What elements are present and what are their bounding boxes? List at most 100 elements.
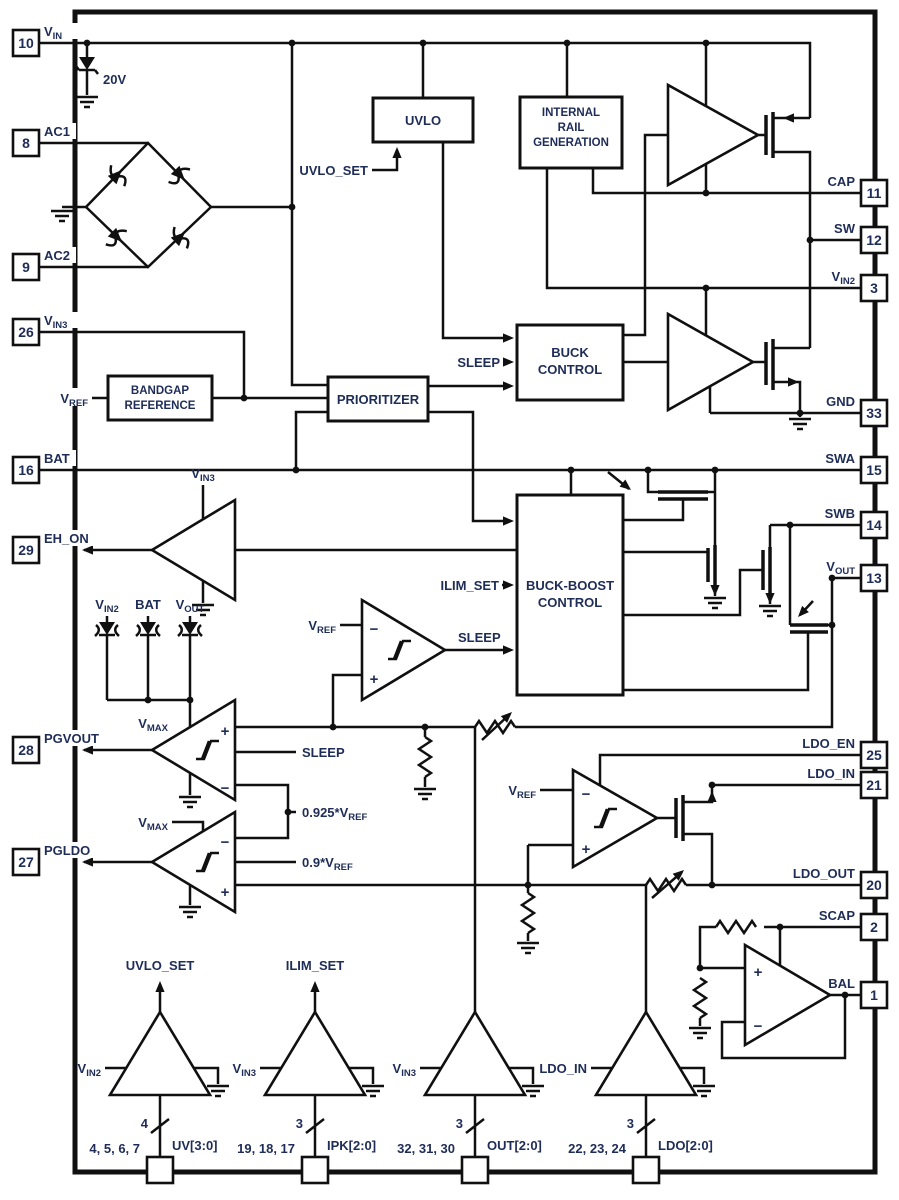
wires-bottom-dacs [105, 984, 706, 1157]
ldo-comparator [571, 767, 660, 870]
svg-text:32, 31, 30: 32, 31, 30 [397, 1141, 455, 1156]
svg-text:20: 20 [866, 877, 882, 893]
svg-text:4: 4 [141, 1116, 149, 1131]
svg-text:29: 29 [18, 542, 34, 558]
svg-text:+: + [221, 884, 230, 901]
block-bandgap-reference: BANDGAP REFERENCE [106, 374, 214, 422]
vref-sleepcomp-label: VREF [308, 618, 336, 636]
svg-text:REFERENCE: REFERENCE [125, 400, 196, 412]
svg-text:−: − [221, 834, 230, 851]
svg-text:AC2: AC2 [44, 248, 70, 263]
svg-text:9: 9 [22, 259, 30, 275]
svg-text:VIN3: VIN3 [44, 313, 67, 331]
wires-mid [39, 330, 861, 727]
svg-text:+: + [754, 964, 763, 981]
vmax-label-2: VMAX [138, 815, 168, 833]
resistor-vout-programmable [473, 718, 517, 736]
svg-text:19, 18, 17: 19, 18, 17 [237, 1141, 295, 1156]
bat-diode-label: BAT [135, 597, 161, 612]
ldo-dac [593, 1009, 699, 1097]
comparator-signs: − + + − − + − + + − [221, 621, 763, 1035]
dac1-vin2-label: VIN2 [78, 1061, 101, 1079]
pin-swb: 14 SWB [825, 506, 889, 540]
svg-text:27: 27 [18, 854, 34, 870]
svg-text:BUCK-BOOST: BUCK-BOOST [526, 578, 614, 593]
sleep-comparator [360, 597, 448, 703]
svg-text:21: 21 [866, 777, 882, 793]
dac2-vin3-label: VIN3 [233, 1061, 256, 1079]
svg-text:3: 3 [456, 1116, 463, 1131]
v0925-label: 0.925*VREF [302, 805, 367, 823]
svg-text:4, 5, 6, 7: 4, 5, 6, 7 [89, 1141, 140, 1156]
svg-text:8: 8 [22, 135, 30, 151]
svg-text:AC1: AC1 [44, 124, 70, 139]
bal-opamp [743, 942, 833, 1048]
svg-text:−: − [754, 1018, 763, 1035]
svg-text:LDO_OUT: LDO_OUT [793, 866, 855, 881]
block-buck-boost-control: BUCK-BOOST CONTROL [515, 493, 625, 697]
svg-text:BUCK: BUCK [551, 345, 589, 360]
svg-text:3: 3 [870, 280, 878, 296]
svg-text:BAL: BAL [828, 976, 855, 991]
ilim-set-dac [262, 1009, 368, 1097]
dac3-vin3-label: VIN3 [393, 1061, 416, 1079]
ilim-set-label: ILIM_SET [440, 578, 499, 593]
buck-driver-amp [666, 311, 756, 413]
uvlo-set-dac [107, 1009, 213, 1097]
signal-labels: 20V UVLO_SET SLEEP VREF VIN3 VREF SLEEP … [42, 72, 587, 1079]
resistors [416, 708, 758, 1020]
svg-text:22, 23, 24: 22, 23, 24 [568, 1141, 627, 1156]
vmax-label-1: VMAX [138, 716, 168, 734]
svg-text:25: 25 [866, 747, 882, 763]
svg-text:1: 1 [870, 987, 878, 1003]
svg-text:PRIORITIZER: PRIORITIZER [337, 392, 420, 407]
chip-outline [72, 9, 878, 1175]
ideal-diode-vin2 [93, 620, 121, 638]
pin-ldo-out: 20 LDO_OUT [793, 866, 889, 900]
svg-text:14: 14 [866, 517, 882, 533]
svg-text:+: + [370, 671, 379, 688]
ideal-diode-vout [176, 620, 204, 638]
svg-text:11: 11 [867, 185, 882, 201]
junction-dots [83, 39, 849, 999]
svg-text:BAT: BAT [44, 451, 70, 466]
v09-label: 0.9*VREF [302, 855, 353, 873]
svg-text:PGVOUT: PGVOUT [44, 731, 99, 746]
vin2-diode-label: VIN2 [95, 597, 118, 615]
svg-text:15: 15 [866, 462, 882, 478]
uvlo-set-label: UVLO_SET [299, 163, 368, 178]
vout-diode-label: VOUT [176, 597, 205, 615]
resistor-bal-lower [691, 976, 709, 1020]
vin3-ehamp-label: VIN3 [191, 466, 214, 484]
svg-text:26: 26 [18, 324, 34, 340]
uvlo-label: UVLO [405, 113, 441, 128]
svg-text:13: 13 [866, 570, 882, 586]
wires-low [84, 578, 861, 1060]
resistor-vout-divider-lower [416, 735, 434, 779]
svg-text:−: − [370, 621, 379, 638]
dac-ilim-set-label: ILIM_SET [286, 958, 345, 973]
svg-text:GENERATION: GENERATION [533, 137, 609, 149]
ideal-diode-bat [134, 620, 162, 638]
svg-text:+: + [221, 723, 230, 740]
svg-text:−: − [582, 786, 591, 803]
pin-vin3: 26 VIN3 [11, 312, 82, 347]
dac4-ldo-in-label: LDO_IN [539, 1061, 587, 1076]
pgvout-comparator [149, 697, 237, 803]
sleep-output-label: SLEEP [458, 630, 501, 645]
mosfets [607, 112, 828, 841]
svg-text:SWB: SWB [825, 506, 855, 521]
svg-text:GND: GND [826, 394, 855, 409]
